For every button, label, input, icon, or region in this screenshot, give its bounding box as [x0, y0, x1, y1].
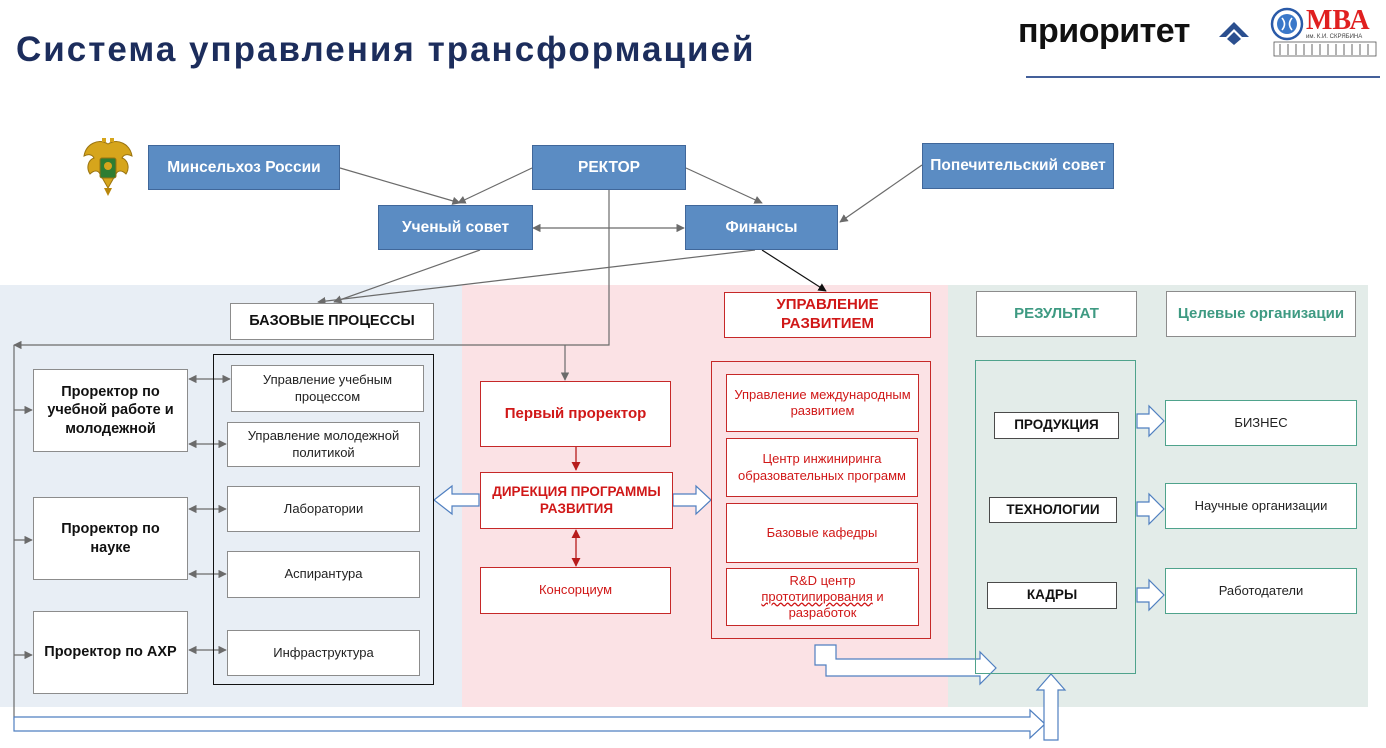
vice-rector-academic: Проректор по учебной работе и молодежной — [33, 369, 188, 452]
minselhoz-box: Минсельхоз России — [148, 145, 340, 190]
target-science: Научные организации — [1165, 483, 1357, 529]
mba-logo-subtext: им. К.И. СКРЯБИНА — [1306, 34, 1362, 40]
vice-rector-science: Проректор по науке — [33, 497, 188, 580]
dev-rd-center: R&D центр прототипирования и разработок — [726, 568, 919, 626]
rector-box: РЕКТОР — [532, 145, 686, 190]
finance-box: Финансы — [685, 205, 838, 250]
result-personnel: КАДРЫ — [987, 582, 1117, 609]
mba-logo-text: МВА — [1306, 5, 1370, 36]
brand-name: приоритет — [1018, 12, 1190, 50]
rd-prefix: R&D центр — [789, 572, 856, 588]
result-frame — [975, 360, 1136, 674]
page-title: Система управления трансформацией — [16, 30, 756, 69]
first-vice-rector-box: Первый проректор — [480, 381, 671, 447]
rd-suffix: и разработок — [788, 588, 884, 621]
state-emblem-icon — [83, 138, 133, 196]
process-labs: Лаборатории — [227, 486, 420, 532]
vice-rector-ahr: Проректор по АХР — [33, 611, 188, 694]
process-education: Управление учебным процессом — [231, 365, 424, 412]
result-header: РЕЗУЛЬТАТ — [976, 291, 1137, 337]
dev-international: Управление международным развитием — [726, 374, 919, 432]
dev-base-departments: Базовые кафедры — [726, 503, 918, 563]
target-employers: Работодатели — [1165, 568, 1357, 614]
result-products: ПРОДУКЦИЯ — [994, 412, 1119, 439]
directorate-box: ДИРЕКЦИЯ ПРОГРАММЫ РАЗВИТИЯ — [480, 472, 673, 529]
rd-underlined: прототипирования — [761, 588, 873, 604]
academic-council-box: Ученый совет — [378, 205, 533, 250]
processes-frame — [213, 354, 434, 685]
process-postgraduate: Аспирантура — [227, 551, 420, 598]
dev-engineering-center: Центр инжиниринга образовательных програ… — [726, 438, 918, 497]
mba-logo-icon: МВА им. К.И. СКРЯБИНА — [1270, 5, 1377, 57]
consortium-box: Консорциум — [480, 567, 671, 614]
header-divider — [1026, 76, 1380, 78]
process-infrastructure: Инфраструктура — [227, 630, 420, 676]
process-youth: Управление молодежной политикой — [227, 422, 420, 467]
development-frame — [711, 361, 931, 639]
target-business: БИЗНЕС — [1165, 400, 1357, 446]
trustees-box: Попечительский совет — [922, 143, 1114, 189]
priority-logo-icon — [1219, 22, 1249, 45]
base-processes-header: БАЗОВЫЕ ПРОЦЕССЫ — [230, 303, 434, 340]
development-header: УПРАВЛЕНИЕ РАЗВИТИЕМ — [724, 292, 931, 338]
targets-header: Целевые организации — [1166, 291, 1356, 337]
result-technologies: ТЕХНОЛОГИИ — [989, 497, 1117, 523]
